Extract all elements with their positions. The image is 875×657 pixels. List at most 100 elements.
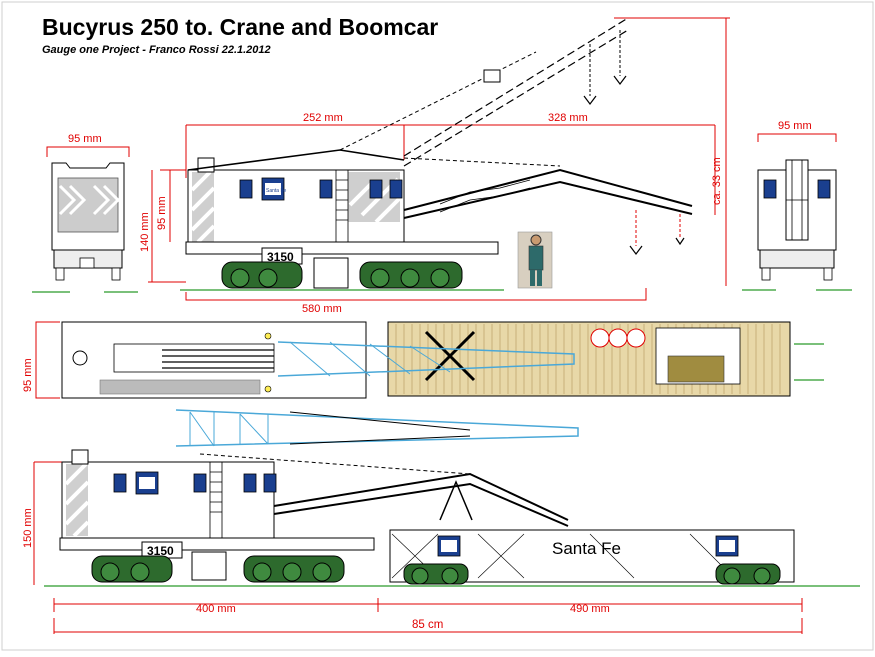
lower-cab-window bbox=[243, 473, 257, 493]
cab-rear-stripes bbox=[190, 170, 216, 244]
lower-cab-body bbox=[61, 461, 275, 539]
wheel bbox=[258, 268, 278, 288]
rear-mast-detail bbox=[786, 160, 808, 240]
boom-plan-lattice bbox=[289, 341, 451, 377]
crane-plan-lines bbox=[162, 349, 274, 369]
wheel bbox=[370, 268, 390, 288]
rear-width-label: 95 mm bbox=[778, 120, 812, 132]
front-wheel-right bbox=[111, 267, 121, 281]
cab-window-1 bbox=[239, 179, 253, 199]
hook-cables bbox=[635, 210, 681, 246]
boom-plan-outline bbox=[277, 341, 575, 377]
body-height-dimension bbox=[160, 169, 186, 242]
wheel bbox=[723, 567, 741, 585]
lower-carbody-frame bbox=[59, 537, 375, 551]
raised-sheave bbox=[483, 69, 501, 83]
front-wheel-left bbox=[55, 267, 65, 281]
wheel bbox=[411, 567, 429, 585]
wheel bbox=[282, 562, 302, 582]
rear-view: 95 mm bbox=[742, 120, 852, 291]
boomcar-drum bbox=[626, 328, 646, 348]
lower-center-truck bbox=[191, 551, 227, 581]
cab-roof bbox=[187, 149, 405, 171]
boomcar-logo-right-inner bbox=[719, 540, 735, 552]
overall-height-label: 140 mm bbox=[139, 212, 151, 252]
lower-cab-ladder bbox=[209, 462, 223, 538]
lower-car-number: 3150 bbox=[147, 544, 174, 558]
front-width-dimension bbox=[46, 146, 130, 157]
total-height-dimension bbox=[614, 17, 730, 286]
drawing-subtitle: Gauge one Project - Franco Rossi 22.1.20… bbox=[42, 44, 271, 56]
center-truck bbox=[313, 257, 349, 289]
scale-figure-leg bbox=[530, 270, 535, 286]
wheel bbox=[312, 562, 332, 582]
wheel bbox=[430, 268, 450, 288]
boomcar-drum bbox=[608, 328, 628, 348]
wheel bbox=[100, 562, 120, 582]
plan-light bbox=[264, 332, 272, 340]
wheel bbox=[753, 567, 771, 585]
boomcar-logo-left-inner bbox=[441, 540, 457, 552]
rear-window-left bbox=[763, 179, 777, 199]
wheel bbox=[230, 268, 250, 288]
crane-plan-grating bbox=[99, 379, 261, 395]
crane-plan-deck bbox=[113, 343, 275, 373]
wheel bbox=[252, 562, 272, 582]
boomcar-section-label: 490 mm bbox=[570, 603, 610, 615]
boom-side-chords bbox=[289, 411, 471, 445]
lower-cab-window bbox=[193, 473, 207, 493]
plan-ground bbox=[794, 343, 824, 381]
drawing-title: Bucyrus 250 to. Crane and Boomcar bbox=[42, 14, 439, 40]
boom-side-lattice bbox=[189, 411, 269, 447]
side-view: 252 mm 328 mm ca. 33 cm 95 mm 140 mm 580… bbox=[139, 17, 730, 315]
lower-cab-stack bbox=[71, 449, 89, 465]
boomcar-xbrace bbox=[424, 330, 476, 382]
lower-logo-inner bbox=[139, 477, 155, 489]
rear-wheel-right bbox=[823, 267, 833, 281]
cab-length-label: 252 mm bbox=[303, 112, 343, 124]
wheel bbox=[400, 268, 420, 288]
rear-window-right bbox=[817, 179, 831, 199]
plan-view: 95 mm bbox=[22, 321, 824, 447]
front-view: 95 mm bbox=[32, 133, 138, 293]
section-dimension-line bbox=[53, 598, 803, 612]
boom-lowered bbox=[403, 168, 693, 219]
hooks-raised bbox=[583, 75, 627, 105]
crane-plan-pivot bbox=[72, 350, 88, 366]
wheel bbox=[130, 562, 150, 582]
boomcar-lettering: Santa Fe bbox=[552, 539, 621, 558]
total-length-dimension bbox=[53, 618, 803, 634]
total-height-label: ca. 33 cm bbox=[711, 157, 723, 205]
cab-boom-extension-lines bbox=[185, 125, 716, 215]
lower-boom bbox=[273, 472, 569, 527]
cab-window-3 bbox=[369, 179, 383, 199]
santa-fe-logo-inner bbox=[265, 183, 281, 195]
lower-hoist-cable bbox=[199, 453, 471, 475]
boom-raised bbox=[403, 17, 629, 167]
cab-stack bbox=[197, 157, 215, 173]
body-height-label: 95 mm bbox=[156, 196, 168, 230]
rear-truck bbox=[759, 249, 835, 269]
front-width-label: 95 mm bbox=[68, 133, 102, 145]
overall-height-dimension bbox=[148, 170, 186, 283]
crane-section-label: 400 mm bbox=[196, 603, 236, 615]
raised-hook-cables bbox=[589, 30, 621, 96]
hooks-lowered bbox=[629, 237, 685, 255]
scale-figure-leg bbox=[537, 270, 542, 286]
boomcar-machinery bbox=[667, 355, 725, 383]
plan-width-dimension bbox=[35, 321, 60, 399]
scale-figure-head bbox=[530, 234, 542, 246]
rear-width-dimension bbox=[757, 133, 837, 142]
plan-light bbox=[264, 385, 272, 393]
wheel bbox=[441, 567, 459, 585]
boom-lattice bbox=[439, 179, 531, 213]
santa-fe-logo-text: Santa Fe bbox=[266, 188, 287, 194]
boom-side-detail bbox=[175, 409, 579, 447]
crane-length-dimension bbox=[185, 288, 647, 301]
front-hatching bbox=[58, 184, 121, 216]
carbody-frame bbox=[185, 241, 499, 255]
boomcar-drum bbox=[590, 328, 610, 348]
